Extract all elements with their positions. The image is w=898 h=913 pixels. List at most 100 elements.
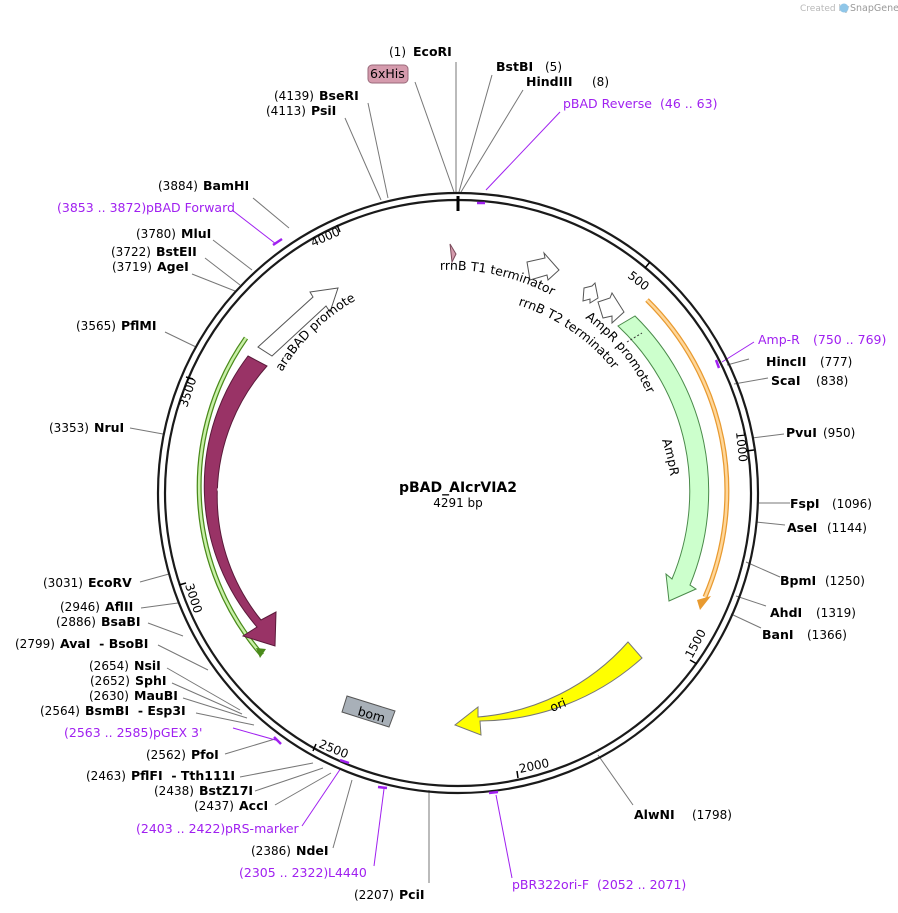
site-bamhi[interactable]: (3884)BamHI bbox=[158, 178, 249, 193]
site-bsmbi-esp3i[interactable]: (2564)BsmBI - Esp3I bbox=[40, 703, 186, 718]
svg-text:(1): (1) bbox=[389, 45, 406, 59]
feature-bom-label: bom bbox=[356, 703, 387, 725]
site-alwni[interactable]: AlwNI(1798) bbox=[634, 807, 732, 822]
feature-arac-arrow[interactable] bbox=[203, 355, 277, 647]
svg-text:(5): (5) bbox=[545, 60, 562, 74]
primer-marks bbox=[272, 201, 721, 795]
backbone-outer bbox=[156, 191, 760, 795]
primer-prs-marker[interactable]: (2403 .. 2422)pRS-marker bbox=[136, 821, 300, 836]
svg-text:(2052 .. 2071): (2052 .. 2071) bbox=[597, 877, 686, 892]
site-avai-bsobi[interactable]: (2799)AvaI - BsoBI bbox=[15, 636, 148, 651]
feature-ampr-promoter-arrow[interactable] bbox=[597, 291, 625, 325]
site-ahdi[interactable]: AhdI(1319) bbox=[770, 605, 856, 620]
svg-text:PvuI: PvuI bbox=[786, 425, 817, 440]
svg-text:(3853 .. 3872): (3853 .. 3872) bbox=[57, 200, 146, 215]
feature-rrnb-t2-arrow[interactable] bbox=[582, 281, 599, 304]
site-ndei[interactable]: (2386) NdeI bbox=[251, 843, 329, 858]
svg-text:NdeI: NdeI bbox=[296, 843, 329, 858]
svg-text:(4113): (4113) bbox=[266, 104, 306, 118]
site-agei[interactable]: (3719)AgeI bbox=[112, 259, 189, 274]
site-ecori[interactable]: (1) EcoRI bbox=[389, 44, 452, 59]
site-bsabi[interactable]: (2886) BsaBI bbox=[56, 614, 141, 629]
feature-6xhis-label: 6xHis bbox=[370, 66, 405, 81]
site-pcii[interactable]: (2207)PciI bbox=[354, 887, 425, 902]
primer-leader-lines bbox=[231, 111, 755, 879]
site-pflmi[interactable]: (3565)PflMI bbox=[76, 318, 157, 333]
feature-rrnb-t1-arrow[interactable] bbox=[526, 251, 560, 281]
site-pflfi-tth111i[interactable]: (2463)PflFI - Tth111I bbox=[86, 768, 235, 783]
svg-text:PsiI: PsiI bbox=[311, 103, 336, 118]
svg-text:pBR322ori-F: pBR322ori-F bbox=[512, 877, 589, 892]
tick-label-500: 500 bbox=[625, 268, 652, 293]
feature-6xhis-arrow[interactable] bbox=[449, 243, 457, 264]
arac-green-arrowhead bbox=[256, 648, 266, 658]
site-nsii[interactable]: (2654)NsiI bbox=[89, 658, 161, 673]
site-bstz17i[interactable]: (2438)BstZ17I bbox=[154, 783, 253, 798]
svg-text:MauBI: MauBI bbox=[134, 688, 178, 703]
site-hindiii[interactable]: HindIII(8) bbox=[526, 74, 609, 89]
svg-text:(950): (950) bbox=[823, 426, 855, 440]
site-pfoi[interactable]: (2562) PfoI bbox=[146, 747, 219, 762]
svg-text:(838): (838) bbox=[816, 374, 848, 388]
site-bsteii[interactable]: (3722)BstEII bbox=[111, 244, 197, 259]
svg-text:(2946): (2946) bbox=[60, 600, 100, 614]
feature-ori-arrow[interactable] bbox=[453, 641, 643, 736]
svg-text:(2886): (2886) bbox=[56, 615, 96, 629]
svg-text:AlwNI: AlwNI bbox=[634, 807, 675, 822]
svg-text:BsaBI: BsaBI bbox=[101, 614, 141, 629]
svg-text:(2438): (2438) bbox=[154, 784, 194, 798]
site-hincii[interactable]: HincII(777) bbox=[766, 354, 852, 369]
primer-pbad-reverse[interactable]: pBAD Reverse(46 .. 63) bbox=[563, 96, 717, 111]
svg-text:BanI: BanI bbox=[762, 627, 794, 642]
svg-text:BstBI: BstBI bbox=[496, 59, 533, 74]
svg-text:pBAD Forward: pBAD Forward bbox=[146, 200, 235, 215]
svg-text:EcoRI: EcoRI bbox=[413, 44, 452, 59]
tick-label-2000: 2000 bbox=[518, 756, 551, 776]
svg-text:(2799): (2799) bbox=[15, 637, 55, 651]
tick-label-1000: 1000 bbox=[733, 431, 750, 463]
site-bstbi[interactable]: BstBI (5) bbox=[496, 59, 562, 74]
feature-ampr-arrow[interactable] bbox=[617, 315, 710, 602]
site-asei[interactable]: AseI(1144) bbox=[787, 520, 867, 535]
site-aflii[interactable]: (2946)AflII bbox=[60, 599, 133, 614]
tick-label-1500: 1500 bbox=[682, 627, 709, 661]
site-nrui[interactable]: (3353)NruI bbox=[49, 420, 124, 435]
svg-text:NsiI: NsiI bbox=[134, 658, 161, 673]
svg-text:PflMI: PflMI bbox=[121, 318, 157, 333]
svg-text:BsmBI - Esp3I: BsmBI - Esp3I bbox=[85, 703, 186, 718]
svg-text:(2403 .. 2422): (2403 .. 2422) bbox=[136, 821, 225, 836]
credit-brand: SnapGene bbox=[850, 3, 898, 14]
svg-text:FspI: FspI bbox=[790, 496, 820, 511]
svg-text:(2562): (2562) bbox=[146, 748, 186, 762]
site-ecorv[interactable]: (3031)EcoRV bbox=[43, 575, 132, 590]
site-mlui[interactable]: (3780)MluI bbox=[136, 226, 211, 241]
svg-text:(2386): (2386) bbox=[251, 844, 291, 858]
feature-arabad-promoter-arrow[interactable] bbox=[257, 287, 339, 357]
site-fspi[interactable]: FspI(1096) bbox=[790, 496, 872, 511]
feature-6xhis-box[interactable] bbox=[367, 64, 409, 84]
svg-text:(8): (8) bbox=[592, 75, 609, 89]
site-bpmi[interactable]: BpmI(1250) bbox=[780, 573, 865, 588]
site-bseri[interactable]: (4139)BseRI bbox=[274, 88, 359, 103]
primer-l4440[interactable]: (2305 .. 2322)L4440 bbox=[239, 865, 367, 880]
svg-text:pGEX 3': pGEX 3' bbox=[153, 725, 202, 740]
svg-text:BstEII: BstEII bbox=[156, 244, 197, 259]
site-bani[interactable]: BanI(1366) bbox=[762, 627, 847, 642]
plasmid-name: pBAD_AIcrVIA2 bbox=[399, 480, 517, 496]
site-acci[interactable]: (2437)AccI bbox=[194, 798, 268, 813]
primer-pbr322ori-f[interactable]: pBR322ori-F (2052 .. 2071) bbox=[512, 877, 686, 892]
site-psii[interactable]: (4113) PsiI bbox=[266, 103, 336, 118]
feature-bom-box[interactable] bbox=[341, 695, 396, 728]
svg-text:PfoI: PfoI bbox=[191, 747, 219, 762]
primer-amp-r[interactable]: Amp-R(750 .. 769) bbox=[758, 332, 886, 347]
site-pvui[interactable]: PvuI (950) bbox=[786, 425, 855, 440]
primer-pbad-forward[interactable]: (3853 .. 3872)pBAD Forward bbox=[57, 200, 235, 215]
svg-text:Amp-R: Amp-R bbox=[758, 332, 800, 347]
primer-pgex-3[interactable]: (2563 .. 2585)pGEX 3' bbox=[64, 725, 202, 740]
svg-text:BamHI: BamHI bbox=[203, 178, 249, 193]
site-sphi[interactable]: (2652)SphI bbox=[90, 673, 167, 688]
site-maubi[interactable]: (2630)MauBI bbox=[89, 688, 178, 703]
site-scai[interactable]: ScaI(838) bbox=[771, 373, 848, 388]
svg-text:(3780): (3780) bbox=[136, 227, 176, 241]
